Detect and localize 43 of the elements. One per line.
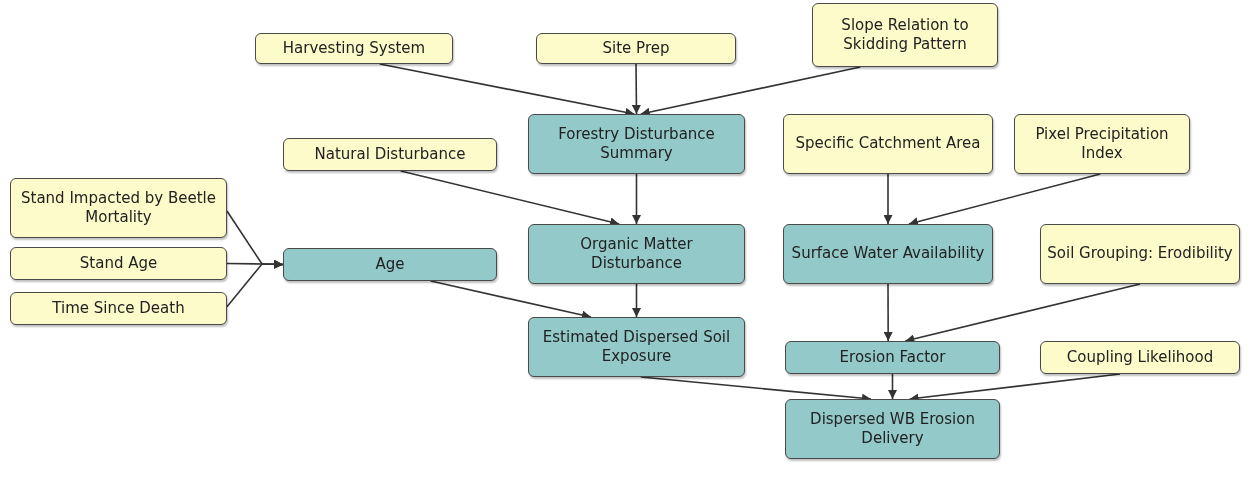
input-box <box>536 33 736 64</box>
input-box <box>10 178 227 238</box>
node-label: Forestry Disturbance Summary <box>557 124 716 164</box>
input-box <box>10 292 227 325</box>
node-label: Organic Matter Disturbance <box>579 234 694 274</box>
arrow <box>226 259 284 308</box>
node-label: Site Prep <box>602 38 670 59</box>
input-box <box>1014 114 1190 174</box>
node-label: Estimated Dispersed Soil Exposure <box>541 327 732 367</box>
input-box <box>783 114 993 174</box>
node-label: Stand Age <box>79 253 158 274</box>
node-label: Pixel Precipitation Index <box>1034 124 1170 164</box>
model-box <box>528 224 745 284</box>
node-label: Slope Relation to Skidding Pattern <box>840 15 970 55</box>
node-label: Dispersed WB Erosion Delivery <box>809 409 976 449</box>
model-box <box>785 399 1000 459</box>
model-box <box>528 317 745 377</box>
input-box <box>1040 224 1240 284</box>
model-box <box>283 248 497 281</box>
node-label: Natural Disturbance <box>314 144 466 165</box>
arrow <box>631 63 641 115</box>
arrow <box>883 283 893 342</box>
input-box <box>255 33 453 64</box>
node-label: Specific Catchment Area <box>795 134 981 154</box>
node-label: Harvesting System <box>282 38 426 59</box>
arrow <box>632 173 641 225</box>
arrow <box>632 283 641 318</box>
node-label: Soil Grouping: Erodibility <box>1047 244 1233 264</box>
node-label: Surface Water Availability <box>791 244 985 264</box>
node-label: Time Since Death <box>52 298 185 319</box>
node-label: Erosion Factor <box>839 347 946 368</box>
node-label: Age <box>375 254 405 275</box>
arrow <box>883 173 893 225</box>
model-box <box>528 114 745 174</box>
input-box <box>10 247 227 280</box>
input-box <box>1040 341 1240 374</box>
model-box <box>783 224 993 284</box>
node-label: Stand Impacted by Beetle Mortality <box>20 188 217 228</box>
input-box <box>812 3 998 67</box>
arrow <box>888 373 897 400</box>
node-label: Coupling Likelihood <box>1066 347 1214 368</box>
model-box <box>785 341 1000 374</box>
input-box <box>283 138 497 171</box>
